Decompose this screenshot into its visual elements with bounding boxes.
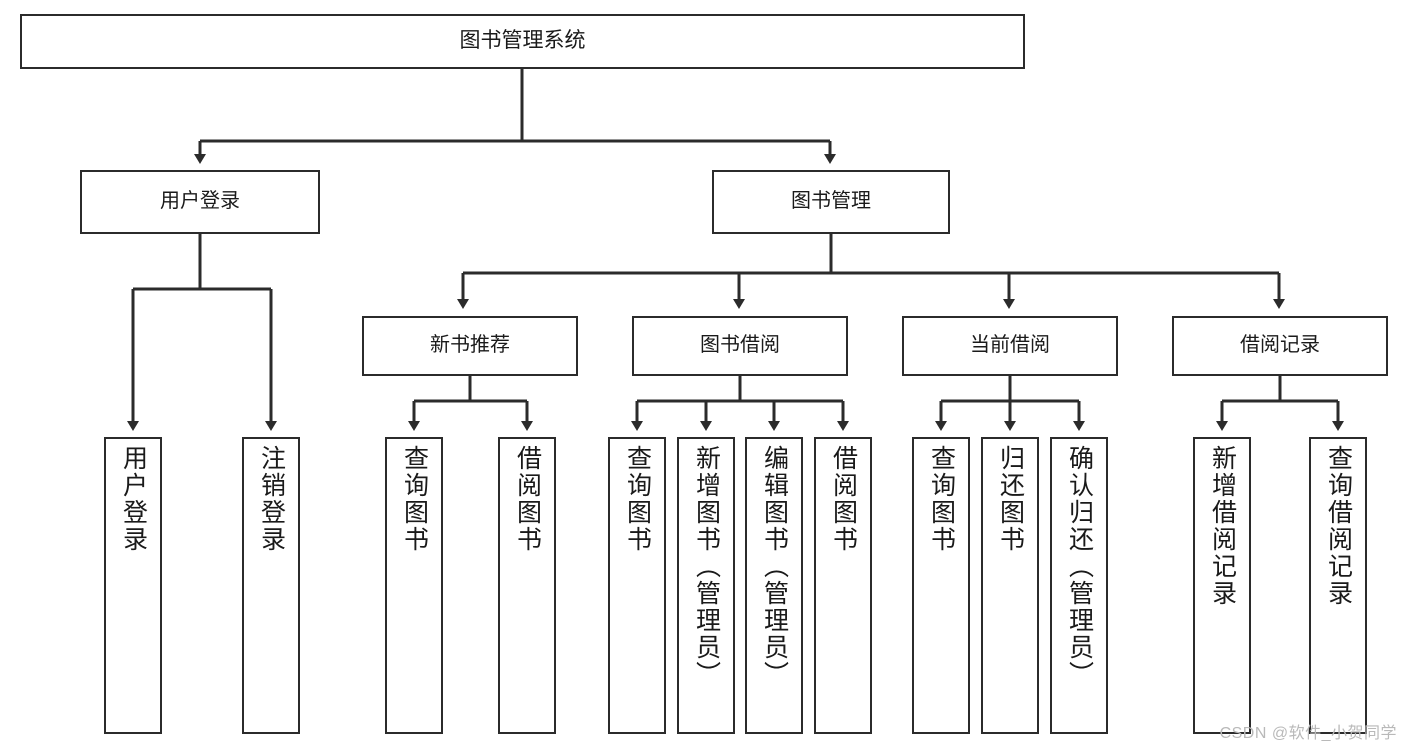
node-borrow-record-label: 借阅记录 xyxy=(1240,334,1320,357)
node-new-book-rec-label: 新书推荐 xyxy=(430,334,510,357)
node-leaf-edit-book[interactable]: 编辑图书（管理员） xyxy=(745,437,803,734)
node-leaf-add-record-label: 新增借阅记录 xyxy=(1208,445,1237,607)
node-leaf-borrow-book[interactable]: 借阅图书 xyxy=(814,437,872,734)
node-leaf-confirm-return-label: 确认归还（管理员） xyxy=(1065,445,1094,688)
node-leaf-user-login[interactable]: 用户登录 xyxy=(104,437,162,734)
node-leaf-borrow-book-label: 借阅图书 xyxy=(829,445,858,553)
node-borrow-record[interactable]: 借阅记录 xyxy=(1172,316,1388,376)
node-leaf-edit-book-label: 编辑图书（管理员） xyxy=(760,445,789,688)
node-leaf-query-book-cur-label: 查询图书 xyxy=(927,445,956,553)
node-leaf-query-record[interactable]: 查询借阅记录 xyxy=(1309,437,1367,734)
node-leaf-user-login-label: 用户登录 xyxy=(119,445,148,553)
node-book-manage[interactable]: 图书管理 xyxy=(712,170,950,234)
node-user-login-label: 用户登录 xyxy=(160,190,240,213)
watermark: CSDN @软件_小贺同学 xyxy=(1219,725,1397,742)
node-leaf-borrow-book-rec-label: 借阅图书 xyxy=(513,445,542,553)
node-leaf-confirm-return[interactable]: 确认归还（管理员） xyxy=(1050,437,1108,734)
node-leaf-return-book-label: 归还图书 xyxy=(996,445,1025,553)
node-leaf-borrow-book-rec[interactable]: 借阅图书 xyxy=(498,437,556,734)
node-root[interactable]: 图书管理系统 xyxy=(20,14,1025,69)
node-leaf-add-book[interactable]: 新增图书（管理员） xyxy=(677,437,735,734)
node-leaf-query-record-label: 查询借阅记录 xyxy=(1324,445,1353,607)
node-current-borrow[interactable]: 当前借阅 xyxy=(902,316,1118,376)
node-book-borrow-label: 图书借阅 xyxy=(700,334,780,357)
node-leaf-query-book-borrow-label: 查询图书 xyxy=(623,445,652,553)
node-new-book-rec[interactable]: 新书推荐 xyxy=(362,316,578,376)
node-leaf-logout-label: 注销登录 xyxy=(257,445,286,553)
node-leaf-query-book-rec-label: 查询图书 xyxy=(400,445,429,553)
node-user-login[interactable]: 用户登录 xyxy=(80,170,320,234)
node-leaf-add-record[interactable]: 新增借阅记录 xyxy=(1193,437,1251,734)
node-leaf-add-book-label: 新增图书（管理员） xyxy=(692,445,721,688)
node-leaf-query-book-rec[interactable]: 查询图书 xyxy=(385,437,443,734)
node-leaf-return-book[interactable]: 归还图书 xyxy=(981,437,1039,734)
node-leaf-logout[interactable]: 注销登录 xyxy=(242,437,300,734)
node-leaf-query-book-cur[interactable]: 查询图书 xyxy=(912,437,970,734)
node-current-borrow-label: 当前借阅 xyxy=(970,334,1050,357)
node-book-borrow[interactable]: 图书借阅 xyxy=(632,316,848,376)
node-book-manage-label: 图书管理 xyxy=(791,190,871,213)
node-root-label: 图书管理系统 xyxy=(459,29,586,53)
node-leaf-query-book-borrow[interactable]: 查询图书 xyxy=(608,437,666,734)
